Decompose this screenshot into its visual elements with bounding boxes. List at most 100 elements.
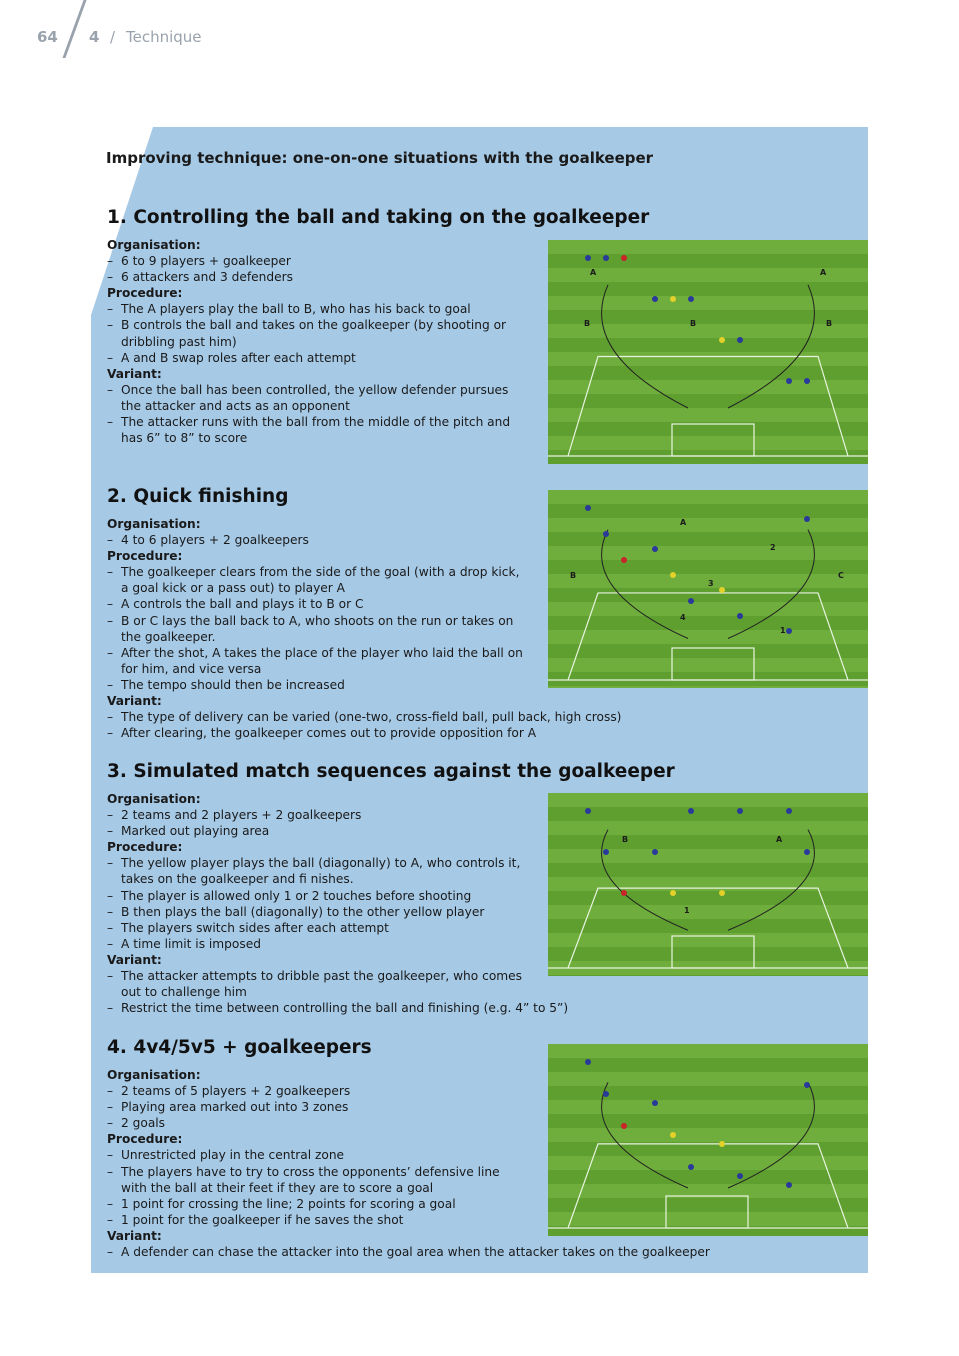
- player-marker: [585, 255, 591, 261]
- player-marker: [688, 296, 694, 302]
- list-item: Restrict the time between controlling th…: [107, 1000, 761, 1016]
- diagram-label: B: [570, 571, 576, 580]
- list-item: The A players play the ball to B, who ha…: [107, 301, 526, 317]
- list-item: The type of delivery can be varied (one-…: [107, 709, 761, 725]
- chapter-number: 4: [89, 28, 100, 46]
- pitch-lines: [548, 887, 868, 969]
- list-item: The attacker attempts to dribble past th…: [107, 968, 526, 1000]
- player-marker: [603, 255, 609, 261]
- player-marker: [688, 808, 694, 814]
- list-item: 4 to 6 players + 2 goalkeepers: [107, 532, 526, 548]
- group-label: Procedure:: [107, 840, 183, 855]
- player-marker: [670, 296, 676, 302]
- section-body: Organisation:2 teams and 2 players + 2 g…: [107, 791, 761, 1016]
- player-marker: [670, 572, 676, 578]
- diagram-label: 3: [708, 579, 714, 588]
- player-marker: [603, 849, 609, 855]
- section-body: Organisation:2 teams of 5 players + 2 go…: [107, 1067, 761, 1260]
- diagram-label: B: [826, 319, 832, 328]
- player-marker: [719, 890, 725, 896]
- list-item: The tempo should then be increased: [107, 677, 526, 693]
- diagram-label: 1: [780, 626, 786, 635]
- player-marker: [652, 849, 658, 855]
- player-marker: [786, 808, 792, 814]
- player-marker: [585, 505, 591, 511]
- player-marker: [652, 296, 658, 302]
- player-marker: [585, 808, 591, 814]
- player-marker: [719, 337, 725, 343]
- group-label: Procedure:: [107, 1132, 183, 1147]
- player-marker: [603, 1091, 609, 1097]
- group-label: Procedure:: [107, 286, 183, 301]
- list-item: The players have to try to cross the opp…: [107, 1164, 526, 1196]
- pass-arrows: [601, 284, 815, 409]
- pitch-lines: [548, 592, 868, 681]
- player-marker: [737, 808, 743, 814]
- player-marker: [652, 546, 658, 552]
- player-marker: [786, 378, 792, 384]
- page-number: 64: [37, 28, 58, 46]
- diagram-label: B: [584, 319, 590, 328]
- drill-diagram: [548, 1044, 868, 1236]
- list-item: The goalkeeper clears from the side of t…: [107, 564, 526, 596]
- diagram-label: B: [690, 319, 696, 328]
- section-heading: 4. 4v4/5v5 + goalkeepers: [107, 1037, 372, 1058]
- diagram-label: 4: [680, 613, 686, 622]
- diagram-label: A: [680, 518, 687, 527]
- list-item: B controls the ball and takes on the goa…: [107, 317, 526, 349]
- player-marker: [737, 1173, 743, 1179]
- player-marker: [688, 1164, 694, 1170]
- list-item: A time limit is imposed: [107, 936, 526, 952]
- pitch-lines: [548, 1143, 868, 1229]
- list-item: The player is allowed only 1 or 2 touche…: [107, 888, 526, 904]
- list-item: B then plays the ball (diagonally) to th…: [107, 904, 526, 920]
- pitch-lines: [548, 355, 868, 457]
- list-item: After the shot, A takes the place of the…: [107, 645, 526, 677]
- section-body: Organisation:4 to 6 players + 2 goalkeep…: [107, 516, 761, 741]
- group-label: Variant:: [107, 366, 162, 381]
- group-label: Organisation:: [107, 517, 201, 531]
- list-item: Once the ball has been controlled, the y…: [107, 382, 526, 414]
- group-label: Organisation:: [107, 792, 201, 806]
- group-label: Variant:: [107, 952, 162, 967]
- player-marker: [804, 378, 810, 384]
- player-marker: [719, 1141, 725, 1147]
- player-marker: [804, 849, 810, 855]
- list-item: A and B swap roles after each attempt: [107, 350, 526, 366]
- section-heading: 1. Controlling the ball and taking on th…: [107, 207, 650, 228]
- list-item: 6 to 9 players + goalkeeper: [107, 253, 526, 269]
- list-item: 1 point for the goalkeeper if he saves t…: [107, 1212, 526, 1228]
- list-item: 2 goals: [107, 1115, 526, 1131]
- diagram-label: A: [820, 268, 827, 277]
- diagram-label: A: [776, 835, 783, 844]
- page-title: Improving technique: one-on-one situatio…: [106, 149, 654, 167]
- divider-slash: [62, 0, 87, 58]
- player-marker: [737, 613, 743, 619]
- player-marker: [621, 890, 627, 896]
- list-item: After clearing, the goalkeeper comes out…: [107, 725, 761, 741]
- pass-arrows: [601, 1082, 815, 1189]
- list-item: 2 teams and 2 players + 2 goalkeepers: [107, 807, 526, 823]
- diagram-label: B: [622, 835, 628, 844]
- list-item: The players switch sides after each atte…: [107, 920, 526, 936]
- player-marker: [603, 531, 609, 537]
- breadcrumb-separator: /: [110, 28, 116, 46]
- list-item: 2 teams of 5 players + 2 goalkeepers: [107, 1083, 526, 1099]
- player-marker: [670, 1132, 676, 1138]
- player-marker: [786, 1182, 792, 1188]
- list-item: Marked out playing area: [107, 823, 526, 839]
- section-body: Organisation:6 to 9 players + goalkeeper…: [107, 237, 526, 446]
- list-item: A defender can chase the attacker into t…: [107, 1244, 761, 1260]
- group-label: Procedure:: [107, 549, 183, 564]
- list-item: The yellow player plays the ball (diagon…: [107, 855, 526, 887]
- diagram-label: C: [838, 571, 844, 580]
- group-label: Variant:: [107, 1228, 162, 1243]
- player-marker: [585, 1059, 591, 1065]
- player-marker: [670, 890, 676, 896]
- player-marker: [786, 628, 792, 634]
- player-marker: [804, 1082, 810, 1088]
- player-marker: [719, 587, 725, 593]
